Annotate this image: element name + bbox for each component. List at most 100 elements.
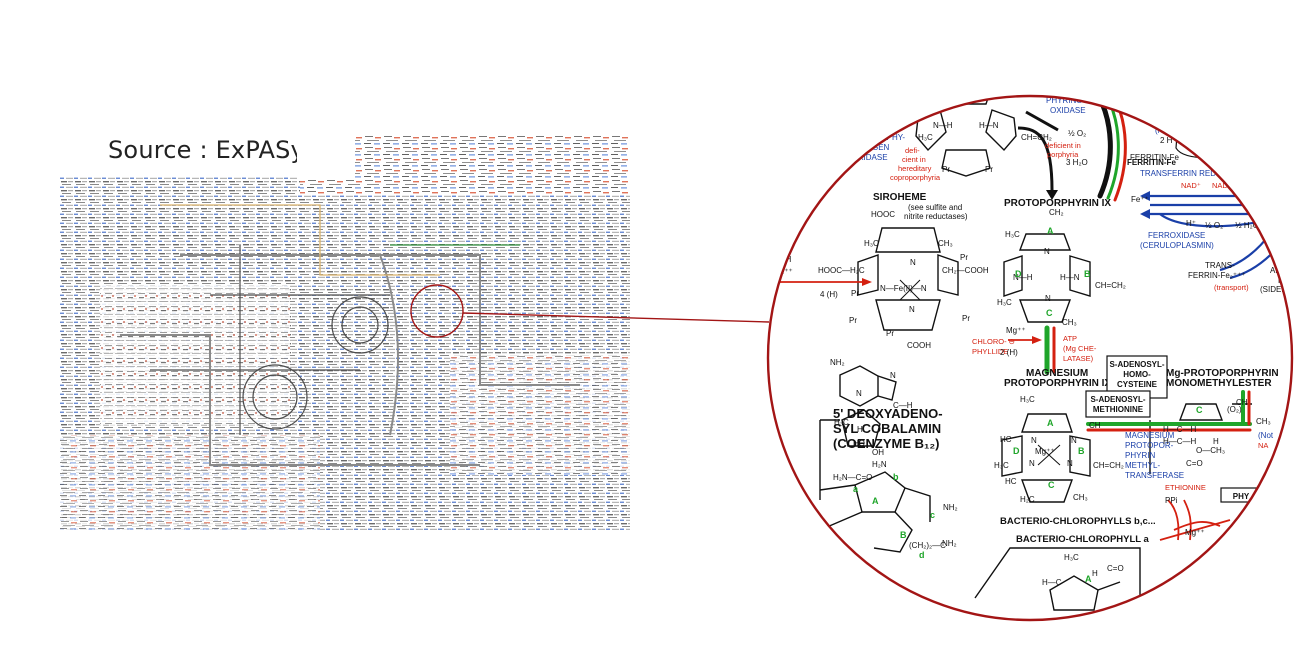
source-label: Source : ExPASy [108, 136, 305, 164]
ring-atom-label: H₃C [918, 133, 933, 142]
ring-atom-label: N [910, 258, 916, 267]
enzyme-label: PROPORPHY- [852, 133, 905, 142]
compound-label: ½ O₂ [1068, 129, 1086, 138]
compound-label: NH₂ [942, 539, 957, 548]
ring-atom-label: CH [1089, 421, 1101, 430]
ring-atom-label: Pr [985, 165, 993, 174]
enzyme-label: ETHIONINE [1165, 483, 1206, 492]
compound-label: CH=CH₂ [1095, 281, 1126, 290]
ring-atom-label: H₃C [864, 239, 879, 248]
compound-label: FERRIOXA [1156, 115, 1198, 124]
compound-label: FERRIN-Fe₂⁺⁺⁺ [1188, 271, 1246, 280]
compound-label: CH₂ [1049, 208, 1064, 217]
ring-atom-label: C=O [1107, 564, 1124, 573]
ring-atom-label: N [1045, 294, 1051, 303]
enzyme-label: OXIDASE [852, 153, 888, 162]
ring-atom-label: N [1044, 247, 1050, 256]
compound-label: FE [1278, 276, 1288, 285]
compound-name: Mg-PROTOPORPHYRIN [1166, 368, 1279, 379]
compound-label: H₂N [872, 460, 887, 469]
enzyme-label: OXIDASE [1050, 106, 1086, 115]
compound-label: SIDERAMIN [1156, 105, 1201, 114]
ring-atom-label: HC [1000, 435, 1012, 444]
enzyme-label: FERROXIDASE [1148, 231, 1205, 240]
compound-label: H⁺ [1186, 219, 1196, 228]
compound-label: (CH₂)₂—C [909, 541, 946, 550]
compound-label: FERRITIN-Fe [1130, 153, 1179, 162]
ring-atom-label: N [890, 371, 896, 380]
compound-label: (FERRIC [1156, 95, 1189, 104]
ring-letter: a [853, 484, 859, 494]
ring-atom-label: N [1031, 436, 1037, 445]
boxed-compound-label: HOMO- [1123, 370, 1151, 379]
ring-letter: C [1048, 480, 1055, 490]
ring-letter: A [1047, 226, 1054, 236]
compound-label: nitrite reductases) [904, 212, 968, 221]
enzyme-labels-blue: PROTOPOR-PHYRINOGENOXIDASEPROPORPHY-RINO… [852, 96, 1274, 480]
compound-label: (SIDER [1260, 285, 1287, 294]
ring-atom-label: Pr [886, 329, 894, 338]
boxed-compound-label: METHIONINE [1093, 405, 1144, 414]
compound-label: OOH [773, 255, 791, 264]
ring-letter: A [872, 496, 879, 506]
compound-name: PROTOPORPHYRIN IX [1004, 198, 1111, 209]
enzyme-label: CHLORO- ⊖ [972, 337, 1015, 346]
compound-label: (O₂) [1227, 405, 1242, 414]
metabolic-map-thumbnail [60, 135, 630, 530]
enzyme-label: LATASE) [1063, 354, 1094, 363]
ring-atom-label: C=O [1186, 459, 1203, 468]
compound-label: SIDE [1156, 85, 1175, 94]
compound-label: H₂N—C=O [833, 473, 872, 482]
compound-label: PPi [1165, 496, 1178, 505]
compound-label: CH₃ [1256, 417, 1271, 426]
compound-label: Fe⁺⁺ [775, 267, 793, 276]
enzyme-label: PHYRINOGEN [1046, 96, 1100, 105]
compound-label: HOOC [871, 210, 895, 219]
ring-atom-label: N—Fe(II)—N [880, 284, 927, 293]
compound-label: ½ H₂O [1235, 221, 1259, 230]
compound-label: 2 H⁺ [1160, 136, 1177, 145]
enzyme-label: PROTOPOR- [1125, 441, 1174, 450]
ring-atom-label: H₃C [997, 298, 1012, 307]
compound-label: COOH [907, 341, 931, 350]
compound-label: TRANS- [1205, 261, 1235, 270]
ring-atom-label: Pr [942, 165, 950, 174]
compound-name: MONOMETHYLESTER [1166, 378, 1272, 389]
enzyme-label: ATP [1063, 334, 1077, 343]
boxed-compound-labels: S-ADENOSYL-HOMO-CYSTEINES-ADENOSYL-METHI… [1085, 355, 1262, 503]
ring-atom-label: H—C—H [1163, 425, 1197, 434]
ring-atom-label: N—H [933, 121, 953, 130]
ring-atom-label: N [1067, 459, 1073, 468]
ring-letter: A [1085, 574, 1092, 584]
ring-atom-label: N [1071, 436, 1077, 445]
ring-atom-label: N [1029, 459, 1035, 468]
compound-label: HOOC—H₂C [818, 266, 865, 275]
compound-name: BACTERIO-CHLOROPHYLLS b,c... [1000, 516, 1156, 527]
ring-letter: B [1078, 446, 1085, 456]
ring-letter: D [1013, 446, 1020, 456]
compound-label: 4 (H) [820, 290, 838, 299]
boxed-compound-label: PHY [1233, 492, 1250, 501]
ring-atom-label: H [1092, 569, 1098, 578]
ring-atom-label: HO [853, 439, 865, 448]
ring-letter: b [893, 472, 899, 482]
compound-name: PROTOPORPHYRIN IX [1004, 378, 1111, 389]
enzyme-label: defi- [905, 146, 920, 155]
ring-letter: B [1084, 269, 1091, 279]
ring-atom-label: N [939, 90, 945, 99]
ring-atom-label: CH=CH₂ [1021, 133, 1052, 142]
pathway-arrows-red [770, 281, 1231, 541]
enzyme-label: TRANSFERASE [1125, 471, 1184, 480]
ring-letter: c [930, 510, 935, 520]
compound-label: (see sulfite and [908, 203, 962, 212]
ring-atom-label: H—N [979, 121, 999, 130]
pathway-arrows-black [845, 110, 1059, 191]
svg-text:(COENZYME B₁₂): (COENZYME B₁₂) [833, 436, 939, 451]
ring-atom-label: Pr [849, 316, 857, 325]
ring-atom-label: CH₃ [1073, 493, 1088, 502]
compound-label: Mg⁺⁺ [1185, 528, 1205, 537]
ring-atom-label: CH₃ [938, 239, 953, 248]
